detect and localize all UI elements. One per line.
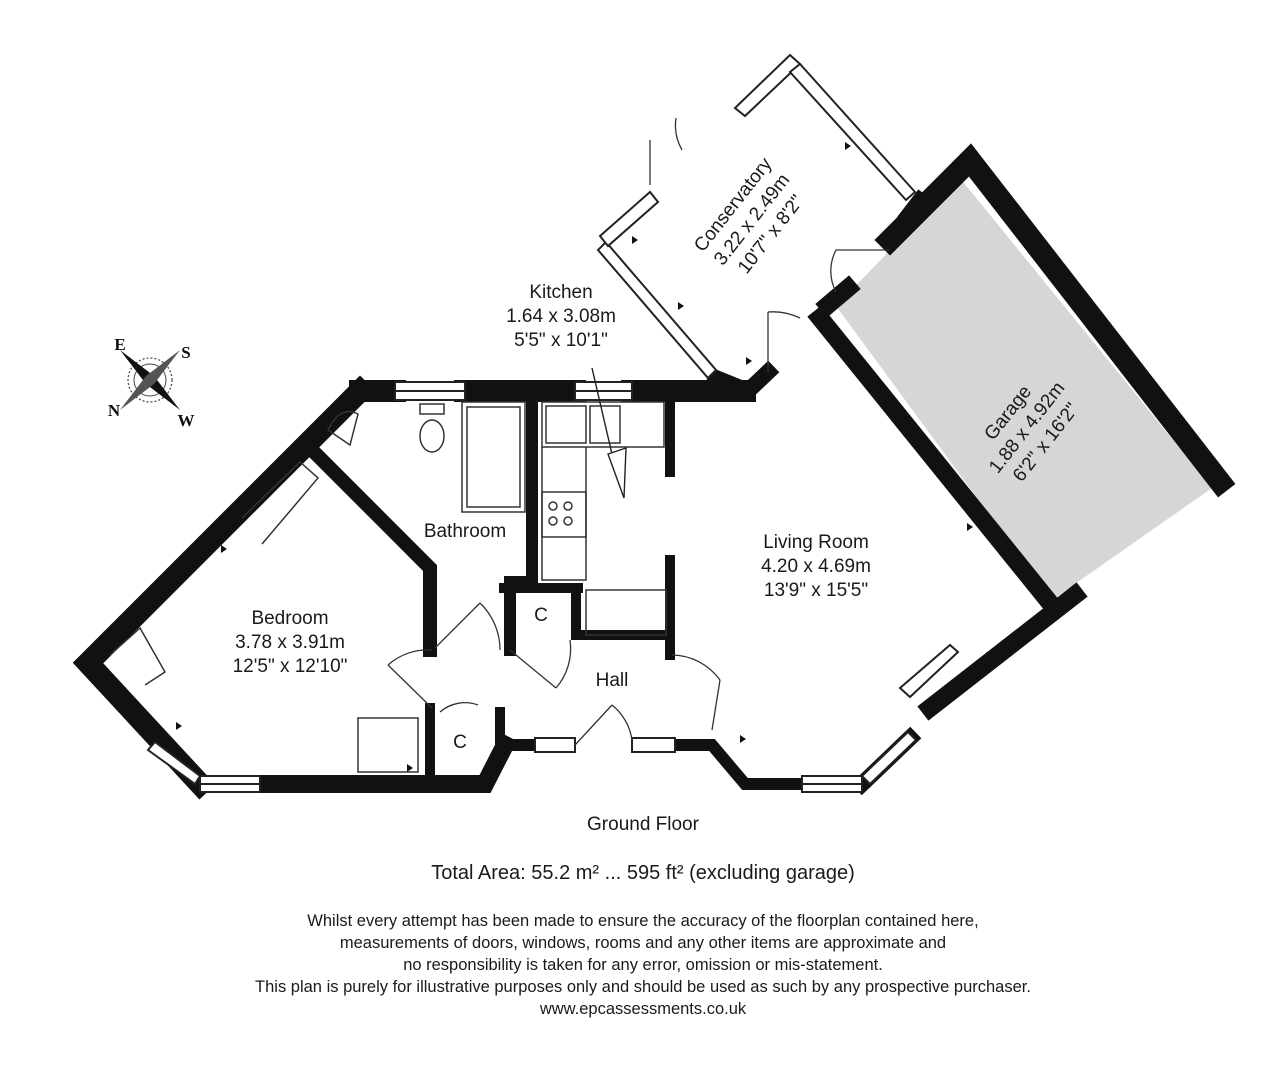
living-room-imperial: 13'9" x 15'5" <box>764 580 868 601</box>
compass-e-label: E <box>114 335 125 354</box>
kitchen-arrowhead <box>607 447 627 499</box>
conservatory-label: Conservatory 3.22 x 2.49m 10'7" x 8'2" <box>690 154 808 278</box>
floor-name: Ground Floor <box>587 814 699 835</box>
disclaimer: Whilst every attempt has been made to en… <box>0 910 1286 1020</box>
bath-fixture <box>461 401 526 513</box>
kitchen-metric: 1.64 x 3.08m <box>506 306 616 327</box>
disclaimer-line: no responsibility is taken for any error… <box>403 956 883 974</box>
hall-cupboard-label: C <box>534 605 548 626</box>
windows <box>146 53 960 793</box>
hall-name: Hall <box>596 670 629 691</box>
compass-w-label: W <box>178 411 195 430</box>
living-room-metric: 4.20 x 4.69m <box>761 556 871 577</box>
bedroom-metric: 3.78 x 3.91m <box>235 632 345 653</box>
fixtures <box>109 401 667 773</box>
compass-n-label: N <box>108 401 121 420</box>
radiator-markers <box>176 142 992 772</box>
disclaimer-line: Whilst every attempt has been made to en… <box>307 912 979 930</box>
cooker-fixture <box>541 491 587 538</box>
bedroom-imperial: 12'5" x 12'10" <box>233 656 348 677</box>
bedroom-cupboard-label: C <box>453 732 467 753</box>
basin-fixture <box>327 410 359 447</box>
compass-s-label: S <box>181 343 190 362</box>
sink-fixture <box>541 401 665 448</box>
garage-floor <box>836 178 1212 600</box>
kitchen-imperial: 5'5" x 10'1" <box>514 330 608 351</box>
website-link[interactable]: www.epcassessments.co.uk <box>539 1000 747 1018</box>
fridge-fixture <box>585 589 667 636</box>
compass: E S N W <box>108 335 195 430</box>
living-room-name: Living Room <box>763 532 869 553</box>
kitchen-name: Kitchen <box>529 282 592 303</box>
disclaimer-line: This plan is purely for illustrative pur… <box>255 978 1031 996</box>
bedroom-name: Bedroom <box>251 608 328 629</box>
disclaimer-line: measurements of doors, windows, rooms an… <box>339 934 947 952</box>
total-area: Total Area: 55.2 m² ... 595 ft² (excludi… <box>431 862 855 884</box>
floor-plan: E S N W Conservatory 3.22 x 2.49m 10'7" … <box>72 53 1236 800</box>
doors <box>387 117 890 746</box>
bathroom-name: Bathroom <box>424 521 506 542</box>
walls <box>72 143 1236 800</box>
toilet-fixture <box>419 419 445 453</box>
wardrobe-fixture <box>357 717 419 773</box>
